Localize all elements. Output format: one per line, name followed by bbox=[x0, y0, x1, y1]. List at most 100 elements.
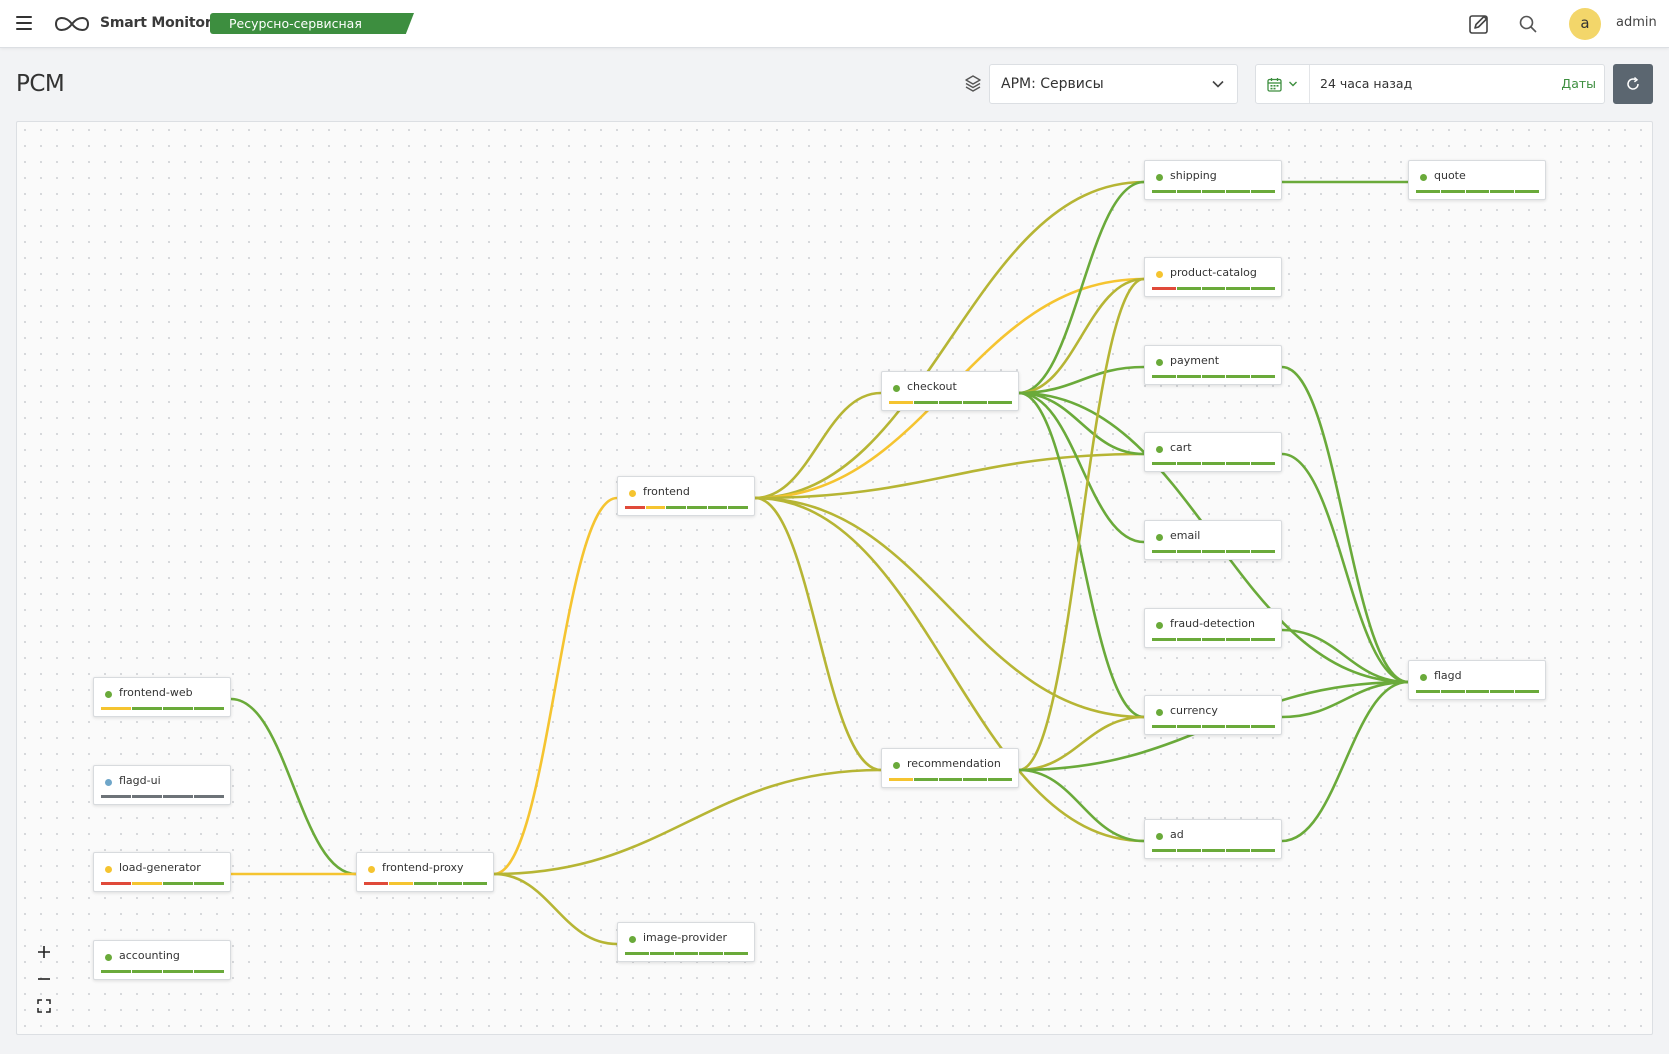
health-segment bbox=[1152, 375, 1176, 378]
health-segment bbox=[889, 778, 913, 781]
health-segment bbox=[1176, 375, 1201, 378]
node-product-catalog[interactable]: product-catalog bbox=[1144, 257, 1282, 297]
node-accounting[interactable]: accounting bbox=[93, 940, 231, 980]
health-segment bbox=[1465, 690, 1490, 693]
edge-checkout-currency bbox=[1018, 391, 1145, 719]
graph-canvas[interactable]: shipping quote product-catalog payment check… bbox=[16, 121, 1653, 1035]
node-label: product-catalog bbox=[1170, 266, 1257, 279]
health-segment bbox=[1201, 287, 1226, 290]
health-bar bbox=[889, 778, 1012, 781]
health-segment bbox=[1226, 638, 1251, 641]
node-ad[interactable]: ad bbox=[1144, 819, 1282, 859]
node-payment[interactable]: payment bbox=[1144, 345, 1282, 385]
health-segment bbox=[1201, 638, 1226, 641]
health-bar bbox=[625, 952, 748, 955]
health-segment bbox=[1176, 462, 1201, 465]
health-segment bbox=[101, 795, 131, 798]
node-recommendation[interactable]: recommendation bbox=[881, 748, 1019, 788]
edge-recommendation-ad bbox=[1018, 768, 1145, 843]
health-bar bbox=[364, 882, 487, 885]
edge-checkout-shipping bbox=[1018, 180, 1145, 395]
node-shipping[interactable]: shipping bbox=[1144, 160, 1282, 200]
date-range-input[interactable] bbox=[1320, 65, 1550, 103]
health-segment bbox=[1152, 462, 1176, 465]
health-segment bbox=[1201, 375, 1226, 378]
health-segment bbox=[649, 952, 674, 955]
status-dot bbox=[1156, 174, 1163, 181]
menu-icon[interactable] bbox=[14, 14, 34, 32]
avatar[interactable]: a bbox=[1569, 8, 1601, 40]
status-dot bbox=[1156, 622, 1163, 629]
edge-frontend-shipping bbox=[754, 180, 1145, 500]
health-segment bbox=[163, 707, 193, 710]
zoom-out-button[interactable] bbox=[30, 965, 58, 992]
node-checkout[interactable]: checkout bbox=[881, 371, 1019, 411]
health-bar bbox=[101, 707, 224, 710]
node-frontend-web[interactable]: frontend-web bbox=[93, 677, 231, 717]
health-segment bbox=[1226, 462, 1251, 465]
health-segment bbox=[666, 506, 687, 509]
health-bar bbox=[1152, 725, 1275, 728]
status-dot bbox=[893, 762, 900, 769]
node-label: email bbox=[1170, 529, 1201, 542]
node-flagd-ui[interactable]: flagd-ui bbox=[93, 765, 231, 805]
plus-icon bbox=[38, 945, 50, 958]
health-segment bbox=[163, 882, 193, 885]
view-select-value: APM: Сервисы bbox=[1001, 76, 1104, 92]
refresh-button[interactable] bbox=[1613, 64, 1653, 104]
node-frontend-proxy[interactable]: frontend-proxy bbox=[356, 852, 494, 892]
health-segment bbox=[1201, 550, 1226, 553]
fullscreen-icon bbox=[37, 998, 51, 1013]
node-fraud-detection[interactable]: fraud-detection bbox=[1144, 608, 1282, 648]
health-bar bbox=[1152, 550, 1275, 553]
health-segment bbox=[1226, 725, 1251, 728]
edge-frontend-recommendation bbox=[754, 496, 882, 772]
health-segment bbox=[438, 882, 463, 885]
health-segment bbox=[1176, 190, 1201, 193]
health-bar bbox=[1152, 638, 1275, 641]
search-button[interactable] bbox=[1514, 10, 1542, 38]
edge-cart-flagd bbox=[1281, 452, 1409, 684]
node-currency[interactable]: currency bbox=[1144, 695, 1282, 735]
status-dot bbox=[629, 490, 636, 497]
node-quote[interactable]: quote bbox=[1408, 160, 1546, 200]
edge-checkout-product-catalog bbox=[1018, 277, 1145, 395]
zoom-in-button[interactable] bbox=[30, 938, 58, 965]
model-badge[interactable]: Ресурсно-сервисная модель bbox=[210, 13, 414, 34]
health-segment bbox=[1490, 690, 1515, 693]
health-segment bbox=[1251, 550, 1275, 553]
health-segment bbox=[1176, 638, 1201, 641]
health-segment bbox=[1251, 375, 1275, 378]
health-segment bbox=[1416, 190, 1440, 193]
node-load-generator[interactable]: load-generator bbox=[93, 852, 231, 892]
node-label: quote bbox=[1434, 169, 1466, 182]
health-segment bbox=[1251, 190, 1275, 193]
date-range-picker: Даты bbox=[1255, 64, 1605, 104]
node-flagd[interactable]: flagd bbox=[1408, 660, 1546, 700]
node-cart[interactable]: cart bbox=[1144, 432, 1282, 472]
edge-frontend-web-frontend-proxy bbox=[230, 697, 357, 876]
health-segment bbox=[938, 778, 963, 781]
health-segment bbox=[364, 882, 388, 885]
edge-frontend-proxy-frontend bbox=[493, 496, 618, 876]
dates-link[interactable]: Даты bbox=[1561, 76, 1596, 91]
health-segment bbox=[1201, 725, 1226, 728]
node-email[interactable]: email bbox=[1144, 520, 1282, 560]
node-label: currency bbox=[1170, 704, 1218, 717]
node-label: image-provider bbox=[643, 931, 728, 944]
node-frontend[interactable]: frontend bbox=[617, 476, 755, 516]
layers-icon bbox=[965, 75, 981, 92]
view-select[interactable]: APM: Сервисы bbox=[989, 64, 1238, 104]
zoom-controls bbox=[30, 938, 58, 1019]
fit-view-button[interactable] bbox=[30, 992, 58, 1019]
calendar-button[interactable] bbox=[1256, 65, 1310, 103]
edit-button[interactable] bbox=[1465, 10, 1493, 38]
status-dot bbox=[1156, 534, 1163, 541]
status-dot bbox=[1156, 709, 1163, 716]
username[interactable]: admin bbox=[1616, 15, 1657, 30]
health-segment bbox=[938, 401, 963, 404]
node-image-provider[interactable]: image-provider bbox=[617, 922, 755, 962]
health-bar bbox=[1152, 849, 1275, 852]
health-segment bbox=[674, 952, 699, 955]
health-segment bbox=[1465, 190, 1490, 193]
